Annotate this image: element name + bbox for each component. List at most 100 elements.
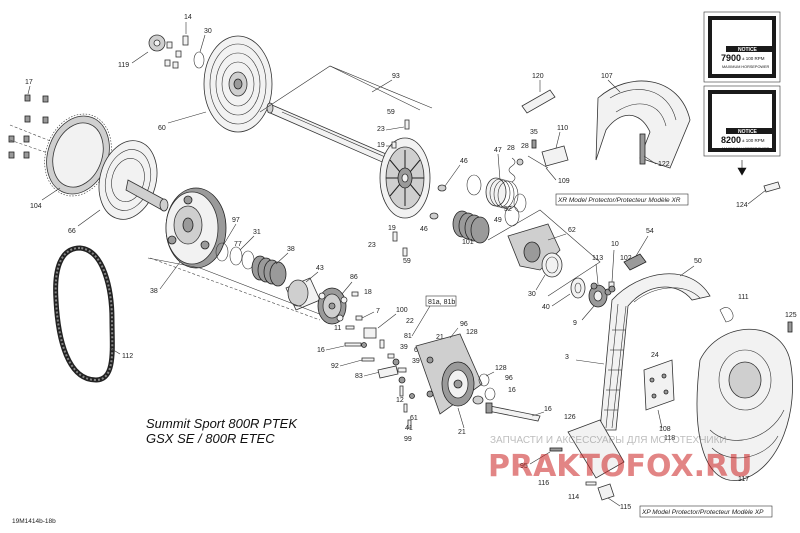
model-title-line1: Summit Sport 800R PTEK <box>146 416 298 431</box>
notice-label-2: NOTICE 8200 ± 100 RPM MAXIMUM HORSEPOWER <box>703 85 781 157</box>
callout-49: 49 <box>494 217 502 224</box>
notice-2-sub: MAXIMUM HORSEPOWER <box>722 147 770 151</box>
sheave-86 <box>317 287 348 325</box>
clutch-housing <box>165 187 227 269</box>
bracket-110 <box>527 139 569 169</box>
callout-99: 61 <box>410 415 418 422</box>
callout-21: 21 <box>436 334 444 341</box>
callout-46b: 46 <box>420 226 428 233</box>
callout-112: 112 <box>122 353 133 360</box>
callout-16b: 16 <box>508 387 516 394</box>
callout-39b: 39 <box>412 358 420 365</box>
callout-102: 21 <box>458 429 466 436</box>
notice-label-1: NOTICE 7900 ± 100 RPM MAXIMUM HORSEPOWER <box>703 11 781 83</box>
part-43 <box>285 277 321 311</box>
part-100 <box>363 327 377 339</box>
callout-41: 41 <box>405 425 413 432</box>
small-parts-cluster <box>379 339 407 384</box>
ring-gear <box>44 113 112 197</box>
callout-110: 110 <box>557 125 568 132</box>
callout-86: 86 <box>350 274 358 281</box>
callout-77: 77 <box>234 241 242 248</box>
callout-128b: 128 <box>495 365 507 372</box>
callout-55: 40 <box>542 304 550 311</box>
screw-18 <box>351 291 359 297</box>
callout-28b: 28 <box>521 143 529 150</box>
callout-108: 3 <box>565 354 569 361</box>
callout-62: 62 <box>568 227 576 234</box>
part-120 <box>521 89 556 114</box>
lower-bracket <box>549 419 625 501</box>
callout-19: 19 <box>377 142 385 149</box>
fixed-sheave <box>203 35 273 133</box>
callout-96b: 96 <box>505 375 513 382</box>
callout-117: 117 <box>738 476 749 483</box>
callout-52: 52 <box>504 206 512 213</box>
callout-54: 9 <box>573 320 577 327</box>
callout-93: 66 <box>68 228 76 235</box>
callout-13: 108 <box>659 426 671 433</box>
inner-sheave <box>98 140 169 220</box>
callout-44: 101 <box>462 239 474 246</box>
callout-31: 31 <box>253 229 261 236</box>
callout-35: 35 <box>530 129 538 136</box>
callout-120: 120 <box>532 73 544 80</box>
callout-113: 16 <box>544 406 552 413</box>
washers-right <box>472 373 496 405</box>
washer-31 <box>229 246 243 266</box>
callout-81: 81 <box>404 333 412 340</box>
figure-code: 19M1414b-18b <box>12 518 56 525</box>
xp-cover <box>696 328 793 481</box>
callout-39: 39 <box>400 344 408 351</box>
bracket-83 <box>377 365 399 379</box>
notice-2-tol: ± 100 RPM <box>742 138 765 143</box>
washer-55 <box>570 277 586 299</box>
ref-box: 81a, 81b <box>425 295 457 307</box>
screw-set-lower <box>392 231 408 257</box>
callout-59: 59 <box>387 109 395 116</box>
callout-9: 102 <box>620 255 632 262</box>
callout-128: 128 <box>466 329 478 336</box>
xr-caption-box: XR Model Protector/Protecteur Modèle XR <box>555 193 689 206</box>
callout-23b: 23 <box>368 242 376 249</box>
callout-30b: 30 <box>528 291 536 298</box>
callout-96: 96 <box>460 321 468 328</box>
drive-belt <box>53 245 115 383</box>
hub-54 <box>588 282 612 308</box>
watermark-brand: PRAKTOFOX.RU <box>488 449 752 484</box>
spring-47 <box>485 177 519 210</box>
screw-set-upper <box>391 119 410 149</box>
callout-104: 104 <box>30 203 42 210</box>
spring-49 <box>452 210 490 244</box>
washer-97 <box>215 242 229 262</box>
callout-109: 109 <box>558 178 570 185</box>
callout-95: 95 <box>520 463 528 470</box>
xp-caption-box: XP Model Protector/Protecteur Modèle XP <box>639 505 773 518</box>
callout-7: 7 <box>376 308 380 315</box>
bolt-group-top <box>148 34 205 69</box>
callout-11: 11 <box>334 325 341 332</box>
callout-30: 30 <box>204 28 212 35</box>
callout-18: 18 <box>364 289 372 296</box>
pins-46 <box>429 184 447 220</box>
callout-115: 115 <box>620 504 631 511</box>
callout-125: 50 <box>694 258 702 265</box>
bolts-lower <box>399 385 415 429</box>
part-111 <box>623 253 647 271</box>
callout-101: 99 <box>404 436 412 443</box>
model-title-line2: GSX SE / 800R ETEC <box>146 431 275 446</box>
callout-3: 111 <box>738 294 749 301</box>
callout-100: 100 <box>396 307 408 314</box>
xp-caption: XP Model Protector/Protecteur Modèle XP <box>641 509 764 516</box>
callout-59b: 59 <box>403 258 411 265</box>
callout-43: 43 <box>316 265 324 272</box>
callout-97: 97 <box>232 217 240 224</box>
bolts-16-92 <box>344 342 375 362</box>
callout-116: 116 <box>538 480 549 487</box>
xr-caption: XR Model Protector/Protecteur Modèle XR <box>557 197 681 204</box>
callout-15: 12 <box>396 397 404 404</box>
callout-92: 92 <box>331 363 339 370</box>
spring-38 <box>251 255 287 287</box>
notice-2-heading: NOTICE <box>738 129 758 135</box>
rings-48 <box>466 174 527 213</box>
